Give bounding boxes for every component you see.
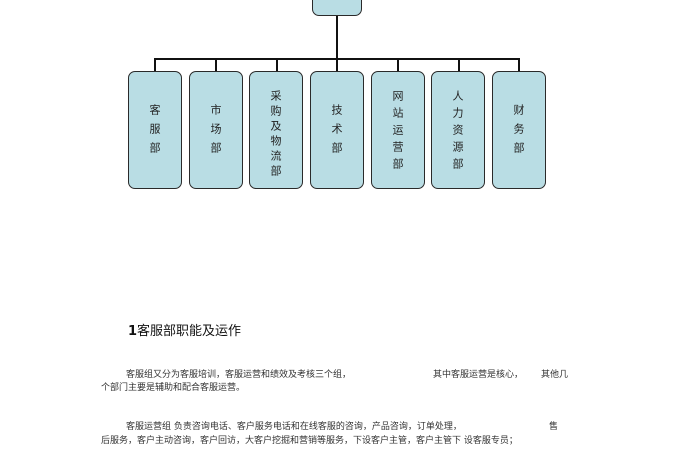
dept-label: 财务部 [512,103,525,161]
dept-label: 人力资源部 [451,89,464,175]
dept-box-human-resources: 人力资源部 [431,71,485,189]
org-chart-root-box [312,0,362,16]
section-title: 客服部职能及运作 [137,324,242,339]
connector-drop [215,58,217,71]
dept-box-technology: 技术部 [310,71,364,189]
connector-drop [518,58,520,71]
section-heading: 1客服部职能及运作 [128,320,241,339]
dept-box-customer-service: 客服部 [128,71,182,189]
connector-drop [276,58,278,71]
paragraph-1-line-1c: 其他几 [541,370,569,380]
connector-drop [154,58,156,71]
connector-drop [336,58,338,71]
dept-label: 客服部 [148,103,161,161]
paragraph-1-line-1a: 客服组又分为客服培训，客服运营和绩效及考核三个组， [126,370,352,380]
connector-drop [458,58,460,71]
dept-box-website-operations: 网站运营部 [371,71,425,189]
dept-box-marketing: 市场部 [189,71,243,189]
paragraph-2-line-1b: 售 [549,422,559,432]
dept-box-procurement-logistics: 采购及物流部 [249,71,303,189]
section-number: 1 [128,324,138,339]
dept-label: 技术部 [330,103,343,161]
dept-label: 采购及物流部 [269,90,282,180]
dept-label: 网站运营部 [391,89,404,175]
paragraph-1-line-1b: 其中客服运营是核心， [433,370,524,380]
paragraph-2-line-2: 后服务，客户主动咨询，客户回访，大客户挖掘和营销等服务，下设客户主管，客户主管下… [101,436,518,446]
connector-drop [397,58,399,71]
dept-label: 市场部 [209,103,222,161]
dept-box-finance: 财务部 [492,71,546,189]
connector-trunk [336,16,338,59]
paragraph-1-line-2: 个部门主要是辅助和配合客服运营。 [101,383,246,393]
paragraph-2-line-1a: 客服运营组 负责咨询电话、客户服务电话和在线客服的咨询，产品咨询，订单处理， [126,422,462,432]
